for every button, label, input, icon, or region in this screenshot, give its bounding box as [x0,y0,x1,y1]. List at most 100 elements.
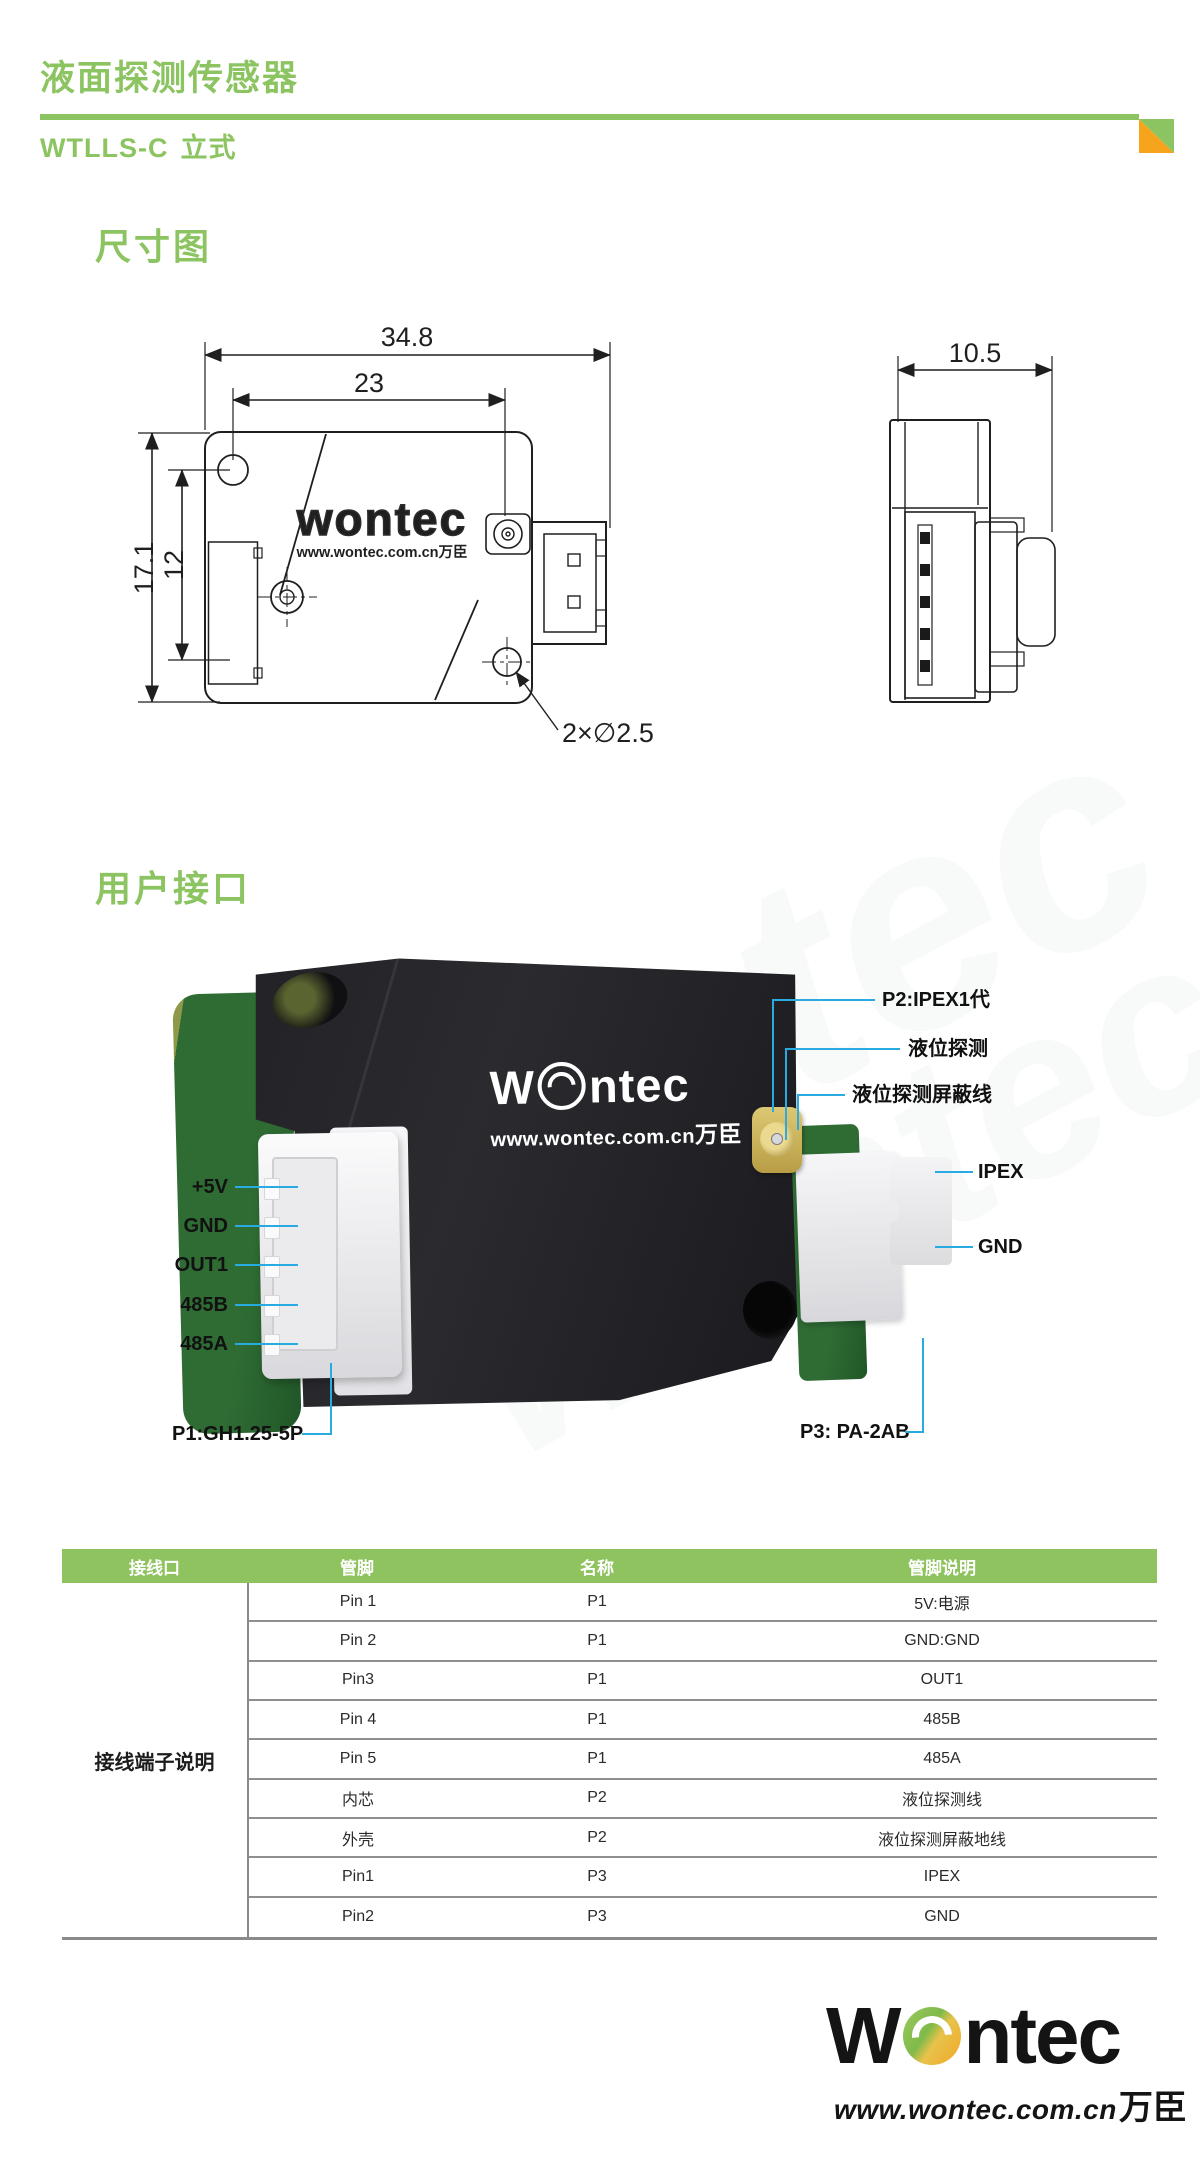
pa-2ab-connector [890,1157,952,1265]
gh-pin-1 [264,1178,280,1200]
dim-inner-height: 12 [159,550,189,580]
pin-label-5v: +5V [191,1176,228,1198]
right-connector-housing [795,1151,903,1323]
cell-pin: Pin 2 [339,1631,377,1649]
brand-letters-ntec: ntec [588,1057,691,1112]
wontec-swirl-icon [902,2007,961,2065]
footer-brand-logo: W ntec www.wontec.com.cn万臣 [826,1996,1187,2129]
leader-line-p3-h [905,1431,924,1433]
col-header-description: 管脚说明 [908,1558,976,1578]
liquid-detect-label: 液位探测 [908,1038,988,1060]
cell-pin: Pin 5 [339,1749,377,1767]
cell-description: 485A [923,1749,961,1767]
gh-pin-5 [264,1334,280,1356]
model-type: 立式 [180,133,237,163]
cell-name: P3 [587,1908,607,1926]
cell-name: P2 [587,1828,607,1846]
wontec-swirl-icon [537,1061,587,1111]
pin-label-out1: OUT1 [174,1254,228,1276]
shield-wire-label: 液位探测屏蔽线 [852,1084,992,1106]
p1-connector-label: P1:GH1.25-5P [172,1423,304,1445]
cell-pin: 外壳 [341,1831,374,1849]
ipex-coax-connector [752,1107,802,1173]
leader-line-p2-v [772,999,774,1112]
leader-line-p1-v [330,1363,332,1435]
table-row: Pin 1 P1 5V:电源 [249,1583,1157,1623]
leader-line-p1-h [302,1433,332,1435]
footer-brand-letters-ntec: ntec [963,1991,1122,2080]
dim-hole-note: 2×∅2.5 [562,718,654,748]
footer-brand-cn: 万臣 [1118,2089,1187,2127]
cell-description: GND [924,1908,960,1926]
col-header-pin: 管脚 [340,1558,374,1578]
leader-line-5v [235,1186,298,1188]
dim-overall-height: 17.1 [130,542,159,595]
leader-line-485b [235,1304,298,1306]
dimension-section-title: 尺寸图 [95,226,213,267]
leader-line-out1 [235,1264,298,1266]
footer-brand-letter-w: W [826,1991,902,2080]
cell-pin: Pin2 [341,1908,375,1926]
leader-line-gnd-right [935,1246,973,1248]
model-number: WTLLS-C [40,133,169,163]
col-header-port: 接线口 [129,1558,180,1578]
cell-name: P1 [587,1749,607,1767]
col-header-name: 名称 [580,1558,614,1578]
leader-line-shield-h [797,1094,845,1096]
table-group-label: 接线端子说明 [94,1751,215,1774]
table-header-row: 接线口 管脚 名称 管脚说明 [62,1549,1157,1583]
ipex-label: IPEX [978,1161,1024,1183]
side-view [889,356,1056,703]
corner-badge-icon [1139,119,1174,153]
table-row: Pin2 P3 GND [249,1898,1157,1937]
model-subtitle: WTLLS-C 立式 [40,126,236,165]
p2-connector-label: P2:IPEX1代 [882,989,990,1011]
pin-label-485b: 485B [180,1294,228,1316]
table-body: 接线端子说明 Pin 1 P1 5V:电源 Pin 2 P1 GND:GND P… [62,1583,1157,1940]
gnd-right-label: GND [978,1236,1023,1258]
table-row: 外壳 P2 液位探测屏蔽地线 [249,1819,1157,1859]
cell-description: IPEX [923,1867,961,1885]
cell-name: P1 [587,1592,607,1610]
brand-cn: 万臣 [694,1120,743,1148]
table-row: Pin 2 P1 GND:GND [249,1622,1157,1662]
brand-letter-w: W [489,1059,536,1114]
gh-pin-2 [264,1217,280,1239]
leader-line-p2-h [772,999,875,1001]
leader-line-ipex [935,1171,973,1173]
interface-section-title: 用户接口 [95,868,252,909]
cell-pin: Pin 1 [339,1592,377,1610]
cell-description: 液位探测屏蔽地线 [877,1831,1006,1849]
table-row: Pin 4 P1 485B [249,1701,1157,1741]
cell-pin: Pin1 [341,1867,375,1885]
page-title: 液面探测传感器 [40,59,300,98]
table-row: Pin1 P3 IPEX [249,1858,1157,1898]
cell-name: P3 [587,1867,607,1885]
dim-top-width: 23 [354,368,384,398]
cell-pin: Pin3 [341,1671,375,1689]
mounting-hole-bottom [743,1281,797,1339]
cell-pin: Pin 4 [339,1710,377,1728]
gh-connector-cavity [272,1157,338,1351]
gh-pin-4 [264,1295,280,1317]
dim-overall-width: 34.8 [381,322,434,352]
cell-name: P1 [587,1631,607,1649]
brand-url: www.wontec.com.cn [490,1125,696,1152]
gh-pin-3 [264,1256,280,1278]
cell-name: P1 [587,1671,607,1689]
table-row: 内芯 P2 液位探测线 [249,1780,1157,1819]
body-brand-logo: W ntec www.wontec.com.cn万臣 [489,1057,743,1153]
footer-brand-url: www.wontec.com.cn [834,2094,1117,2125]
leader-line-detect-h [785,1048,900,1050]
drawing-brand-logo: wontec [296,493,467,545]
cell-pin: 内芯 [341,1792,374,1810]
product-photo: wontec wontec W ntec www.wontec.com.cn万臣 [100,657,1200,1505]
leader-line-shield-v [797,1094,799,1130]
pin-label-485a: 485A [180,1333,228,1355]
leader-line-gnd [235,1225,298,1227]
cell-description: 5V:电源 [914,1595,970,1613]
p3-connector-label: P3: PA-2AB [800,1421,910,1443]
leader-line-p3-v [922,1338,924,1433]
table-rows: Pin 1 P1 5V:电源 Pin 2 P1 GND:GND Pin3 P1 … [247,1583,1157,1937]
